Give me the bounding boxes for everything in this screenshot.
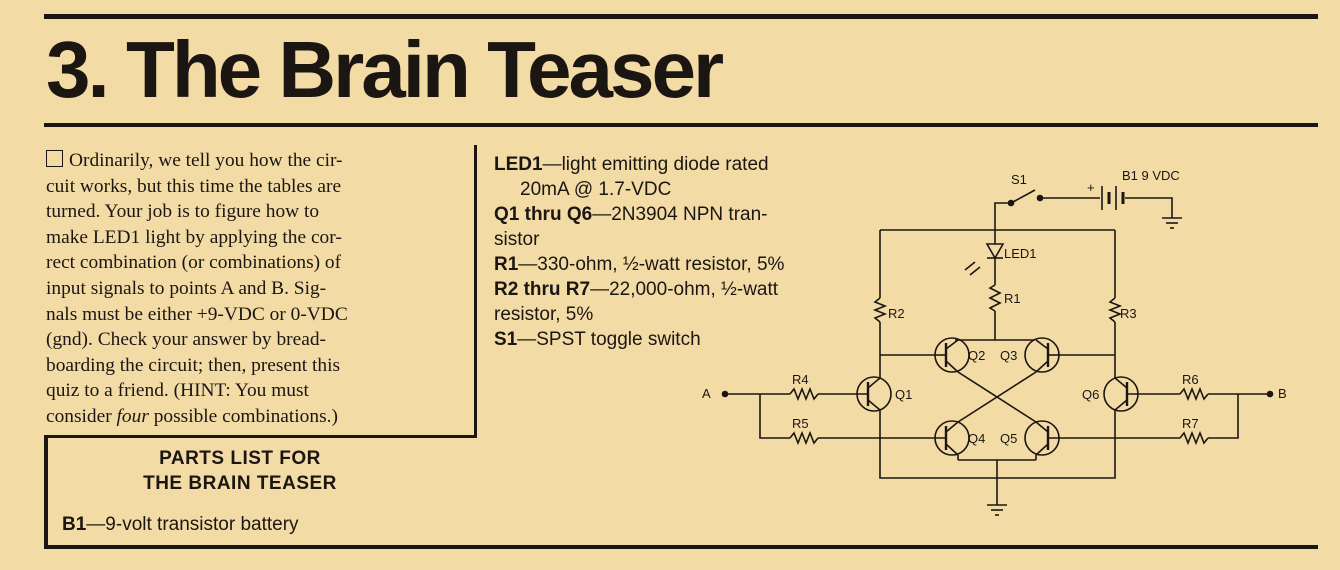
label-q6: Q6 <box>1082 387 1099 402</box>
label-b: B <box>1278 386 1287 401</box>
label-q2: Q2 <box>968 348 985 363</box>
body-line-7: (gnd). Check your answer by bread- <box>46 329 326 351</box>
label-r6: R6 <box>1182 372 1199 387</box>
label-r3: R3 <box>1120 306 1137 321</box>
resistor-r7 <box>1179 430 1209 446</box>
battery-b1-icon <box>1101 186 1125 210</box>
resistor-r1 <box>988 284 1002 312</box>
transistor-q5 <box>1024 420 1115 456</box>
body-line-1: cuit works, but this time the tables are <box>46 175 342 197</box>
label-r4: R4 <box>792 372 809 387</box>
label-r1: R1 <box>1004 291 1021 306</box>
parts-item-r2-r7: R2 thru R7—22,000-ohm, ½-watt <box>494 279 779 300</box>
resistor-r4 <box>789 386 819 402</box>
label-r5: R5 <box>792 416 809 431</box>
parts-item-s1: S1—SPST toggle switch <box>494 329 701 350</box>
title-rule <box>44 123 1318 127</box>
label-battery-plus: + <box>1087 180 1095 195</box>
parts-item-r1: R1—330-ohm, ½-watt resistor, 5% <box>494 254 785 275</box>
resistor-r6 <box>1179 386 1209 402</box>
top-rule <box>44 14 1318 19</box>
label-q1: Q1 <box>895 387 912 402</box>
ground-icon <box>1162 217 1182 229</box>
body-line-10: consider four possible combinations.) <box>46 405 338 427</box>
parts-item-q1-q6: Q1 thru Q6—2N3904 NPN tran- <box>494 204 768 225</box>
parts-item-b1: B1—9-volt transistor battery <box>62 514 299 535</box>
resistor-r3 <box>1107 297 1123 323</box>
transistor-q3 <box>1024 337 1060 373</box>
body-line-9: quiz to a friend. (HINT: You must <box>46 380 309 402</box>
switch-contact <box>1036 194 1044 202</box>
switch-contact <box>1007 199 1015 207</box>
transistor-q1 <box>850 376 892 412</box>
label-led1: LED1 <box>1004 246 1037 261</box>
parts-list-heading: PARTS LIST FOR THE BRAIN TEASER <box>143 448 337 494</box>
label-a: A <box>702 386 711 401</box>
resistor-r5 <box>789 430 819 446</box>
label-s1: S1 <box>1011 172 1027 187</box>
body-line-4: rect combination (or combinations) of <box>46 252 342 274</box>
parts-box-left-rule <box>44 436 48 547</box>
body-line-8: boarding the circuit; then, present this <box>46 354 341 376</box>
wire-a-r5 <box>759 394 790 439</box>
body-line-3: make LED1 light by applying the cor- <box>46 226 342 248</box>
label-q4: Q4 <box>968 431 985 446</box>
parts-item-led1: LED1—light emitting diode rated <box>494 154 769 175</box>
label-b1: B1 9 VDC <box>1122 168 1180 183</box>
article-body: Ordinarily, we tell you how the cir- cui… <box>46 148 466 430</box>
body-line-0: Ordinarily, we tell you how the cir- <box>46 148 466 174</box>
label-r2: R2 <box>888 306 905 321</box>
parts-list-column-2: LED1—light emitting diode rated 20mA @ 1… <box>494 154 785 350</box>
wire-cross-2 <box>957 371 1037 423</box>
switch-s1-icon <box>1012 189 1036 203</box>
terminal-a <box>721 390 729 398</box>
transistor-q6 <box>1103 376 1145 412</box>
parts-box-top-rule <box>44 435 477 438</box>
terminal-b <box>1266 390 1274 398</box>
bottom-rule <box>44 545 1318 549</box>
wire-r7-b <box>1208 394 1239 439</box>
wire-battery-ground <box>1125 197 1173 218</box>
circuit-schematic: S1 B1 9 VDC + LED1 R1 R2 R3 Q2 <box>702 168 1287 516</box>
body-line-6: nals must be either +9-VDC or 0-VDC <box>46 303 348 325</box>
checkbox-square-icon <box>46 150 63 167</box>
transistor-q4 <box>880 420 970 456</box>
label-r7: R7 <box>1182 416 1199 431</box>
article-title: 3. The Brain Teaser <box>46 25 724 114</box>
column-divider <box>474 145 477 437</box>
resistor-r2 <box>872 297 888 323</box>
label-q5: Q5 <box>1000 431 1017 446</box>
body-line-2: turned. Your job is to figure how to <box>46 201 320 223</box>
led1-icon <box>964 243 1005 276</box>
wire-switch-in <box>994 202 1008 230</box>
label-q3: Q3 <box>1000 348 1017 363</box>
ground-icon <box>987 504 1007 516</box>
transistor-q2 <box>934 337 970 373</box>
body-line-5: input signals to points A and B. Sig- <box>46 277 327 299</box>
